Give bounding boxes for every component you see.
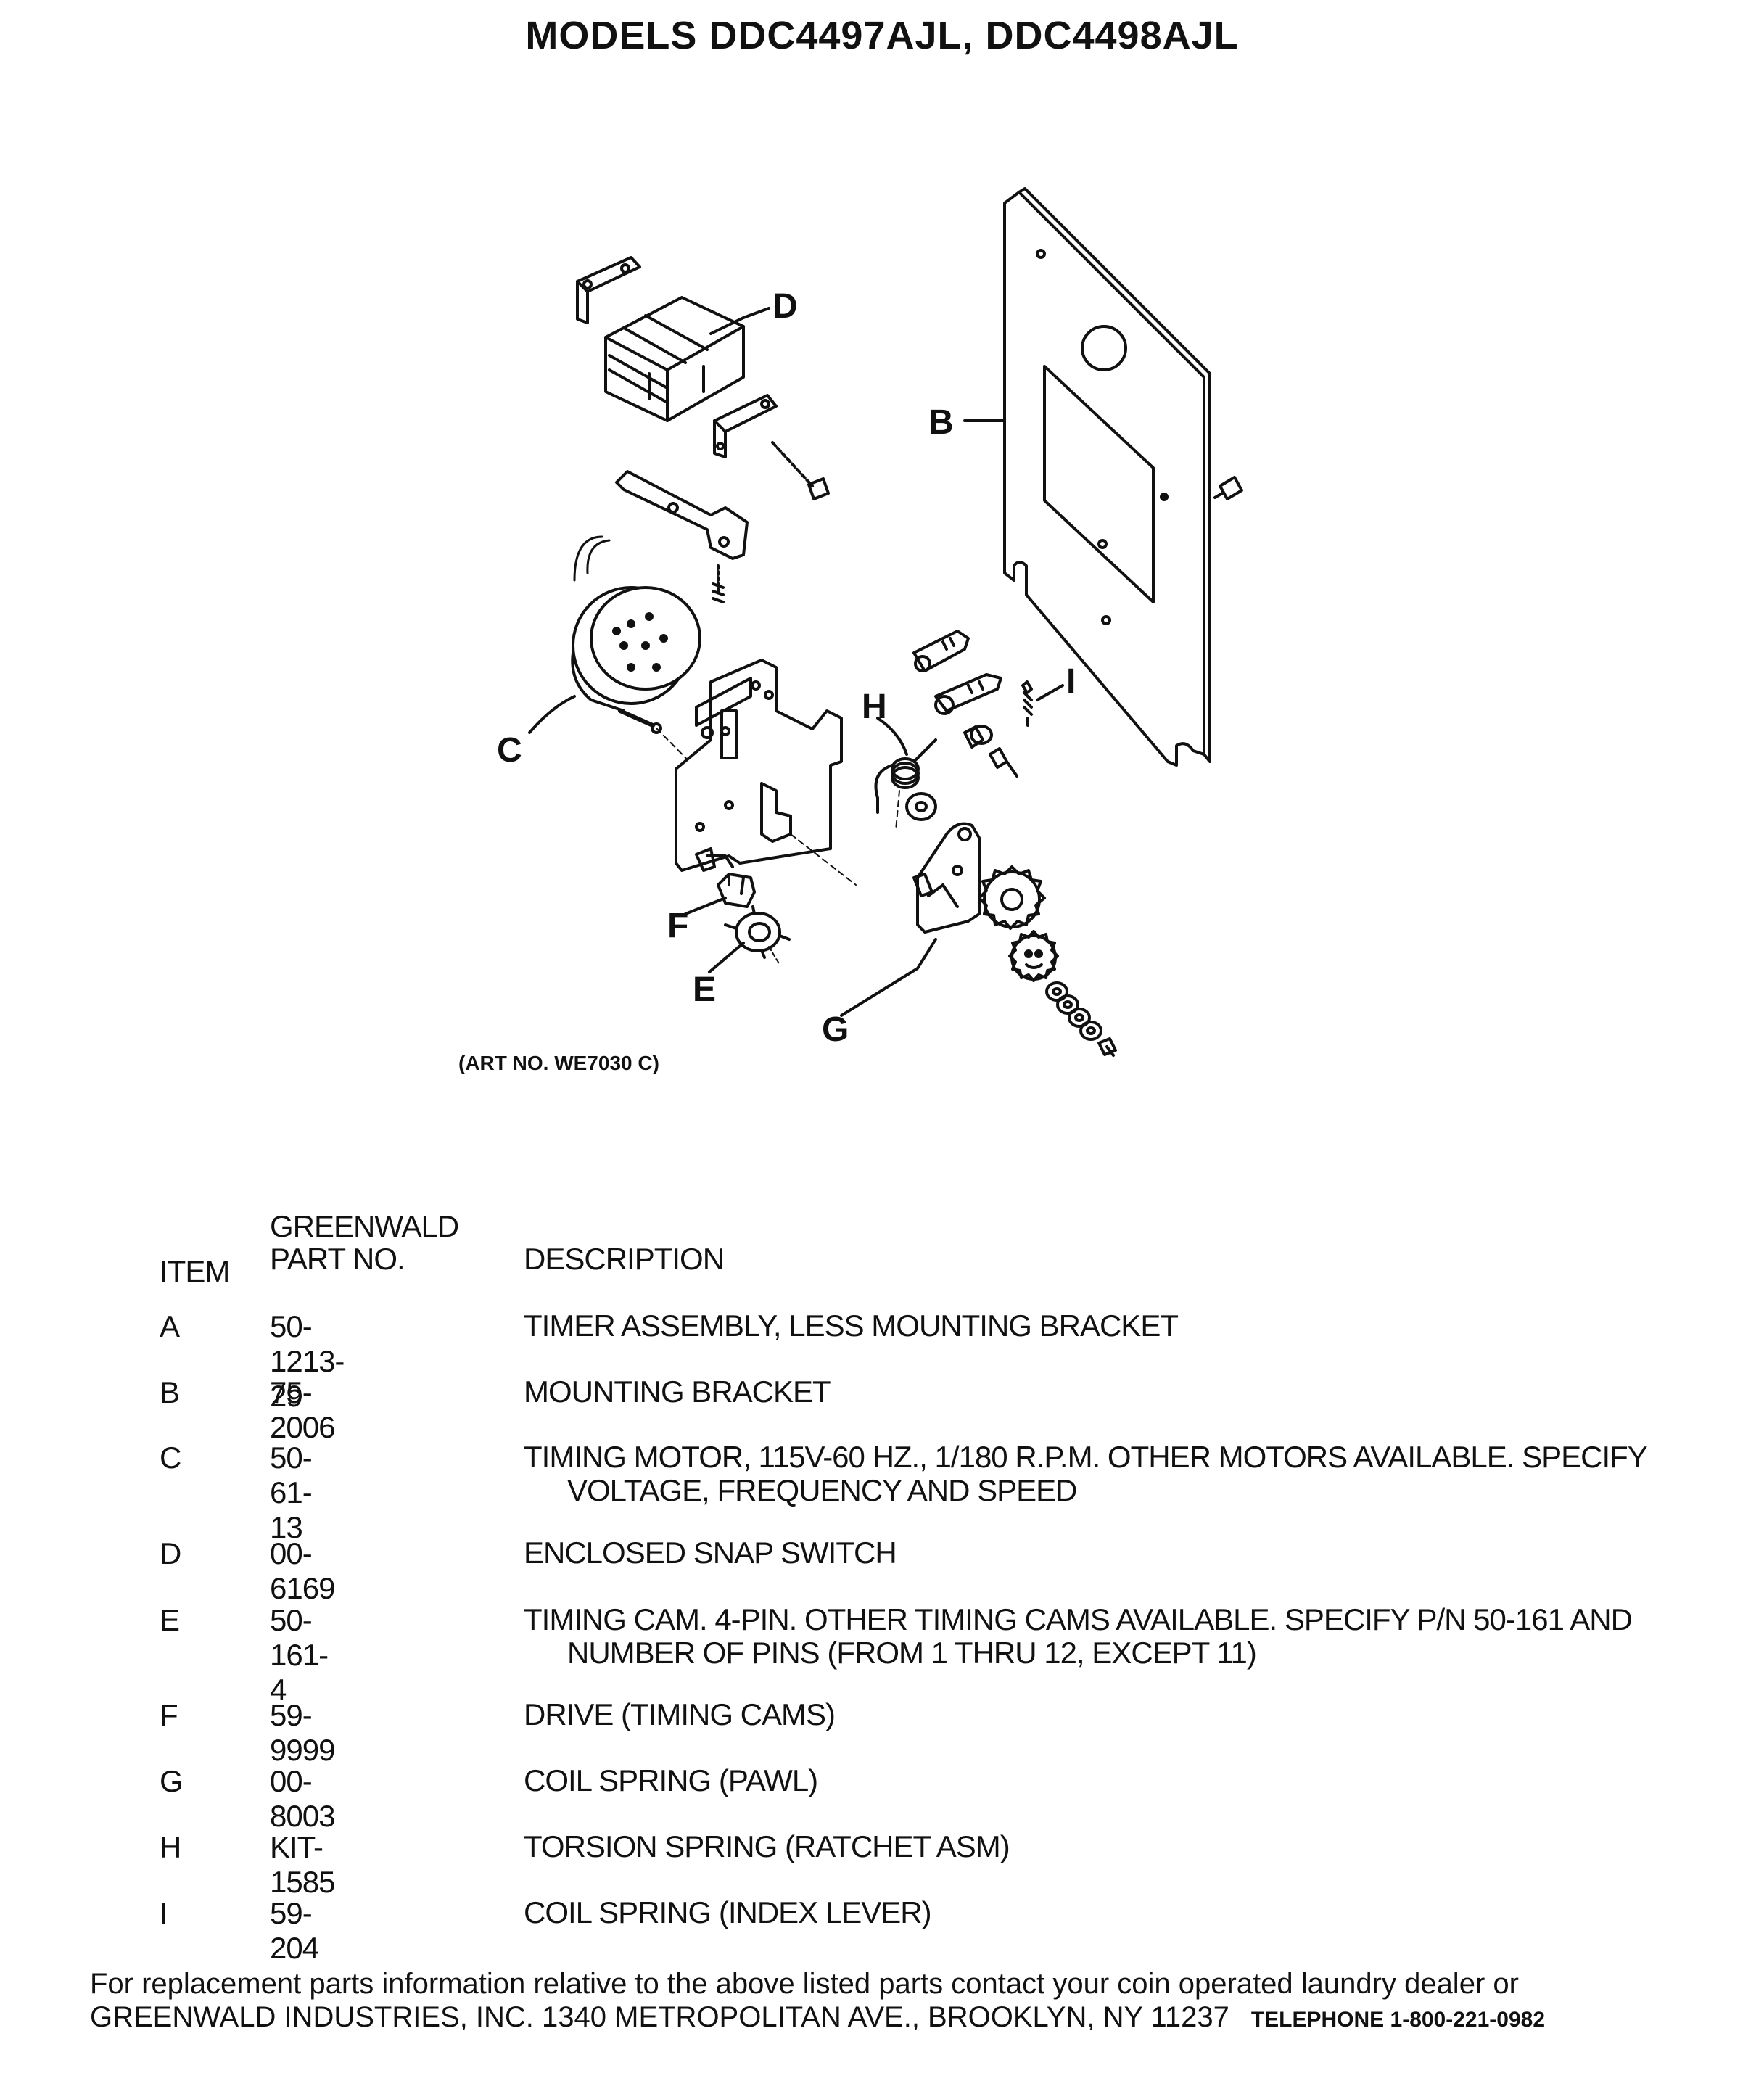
footer-line2-wrap: GREENWALD INDUSTRIES, INC. 1340 METROPOL… bbox=[90, 2001, 1545, 2037]
label-i: I bbox=[1066, 662, 1076, 701]
footer-line2: GREENWALD INDUSTRIES, INC. 1340 METROPOL… bbox=[90, 2001, 1229, 2033]
row-description: DRIVE (TIMING CAMS) bbox=[524, 1697, 836, 1731]
row-description: TIMER ASSEMBLY, LESS MOUNTING BRACKET bbox=[524, 1309, 1179, 1343]
row-part-no: 50-1213-29 bbox=[270, 1309, 345, 1413]
torsion-spring bbox=[874, 738, 937, 831]
row-item: G bbox=[160, 1764, 184, 1798]
timer-shaft-line bbox=[790, 833, 857, 886]
cam-gear bbox=[1008, 930, 1059, 982]
row-description: TORSION SPRING (RATCHET ASM) bbox=[524, 1829, 1010, 1863]
switch-screw bbox=[771, 441, 830, 500]
label-f-leader bbox=[684, 897, 727, 915]
row-part-no: 00-6169 bbox=[270, 1536, 335, 1605]
label-f: F bbox=[667, 907, 688, 945]
label-i-leader bbox=[1036, 684, 1064, 701]
footer-line1: For replacement parts information relati… bbox=[90, 1968, 1519, 2000]
header-item: ITEM bbox=[160, 1254, 230, 1288]
row-item: E bbox=[160, 1603, 180, 1637]
label-h: H bbox=[862, 688, 887, 726]
label-d: D bbox=[772, 287, 798, 326]
drive-timing-cams bbox=[717, 873, 756, 908]
label-h-leader bbox=[876, 717, 908, 756]
row-part-no: 00-8003 bbox=[270, 1764, 335, 1833]
plate-screw bbox=[1213, 476, 1243, 500]
label-e: E bbox=[693, 971, 716, 1009]
row-description: TIMING MOTOR, 115V-60 HZ., 1/180 R.P.M. … bbox=[524, 1441, 1684, 1507]
header-part-line1: GREENWALD bbox=[270, 1209, 459, 1243]
exploded-parts-diagram: B D bbox=[497, 187, 1243, 1057]
row-description-line2: VOLTAGE, FREQUENCY AND SPEED bbox=[567, 1473, 1078, 1507]
row-description-line1: TIMING MOTOR, 115V-60 HZ., 1/180 R.P.M. … bbox=[524, 1440, 1648, 1474]
row-description: ENCLOSED SNAP SWITCH bbox=[524, 1536, 897, 1570]
mounting-bracket-plate bbox=[1003, 187, 1211, 767]
row-description-line2: NUMBER OF PINS (FROM 1 THRU 12, EXCEPT 1… bbox=[567, 1636, 1257, 1670]
index-levers bbox=[912, 630, 1018, 778]
label-e-leader bbox=[708, 942, 745, 973]
row-part-no: 59-9999 bbox=[270, 1698, 335, 1767]
row-item: D bbox=[160, 1536, 181, 1570]
row-item: H bbox=[160, 1830, 181, 1864]
washer-stack bbox=[1045, 981, 1117, 1057]
row-description-line1: TIMING CAM. 4-PIN. OTHER TIMING CAMS AVA… bbox=[524, 1602, 1633, 1636]
art-number: (ART NO. WE7030 C) bbox=[458, 1052, 659, 1074]
row-item: A bbox=[160, 1309, 180, 1343]
label-c: C bbox=[497, 731, 522, 770]
ratchet-wheel bbox=[978, 865, 1046, 930]
timing-motor bbox=[571, 535, 712, 784]
row-part-no: 50-161-4 bbox=[270, 1603, 329, 1707]
row-part-no: 59-204 bbox=[270, 1896, 319, 1965]
row-part-no: KIT-1585 bbox=[270, 1830, 335, 1899]
snap-switch-assembly bbox=[576, 256, 778, 458]
row-description: TIMING CAM. 4-PIN. OTHER TIMING CAMS AVA… bbox=[524, 1603, 1684, 1670]
label-b: B bbox=[928, 403, 954, 442]
row-item: I bbox=[160, 1896, 168, 1930]
row-part-no: 50-61-13 bbox=[270, 1441, 313, 1544]
footer-contact: For replacement parts information relati… bbox=[90, 1967, 1545, 2037]
ratchet-washer bbox=[905, 792, 937, 821]
timer-frame bbox=[675, 659, 843, 872]
pawl-bracket bbox=[912, 822, 981, 934]
row-item: B bbox=[160, 1375, 180, 1409]
row-description: COIL SPRING (INDEX LEVER) bbox=[524, 1895, 932, 1929]
header-part-line2: PART NO. bbox=[270, 1242, 405, 1276]
row-description: COIL SPRING (PAWL) bbox=[524, 1763, 818, 1797]
label-g: G bbox=[822, 1010, 849, 1049]
header-description: DESCRIPTION bbox=[524, 1242, 725, 1276]
label-c-leader bbox=[528, 695, 576, 734]
row-part-no: 75-2006 bbox=[270, 1375, 335, 1444]
row-item: C bbox=[160, 1441, 181, 1475]
label-d-leader bbox=[709, 307, 770, 335]
label-g-leader bbox=[840, 938, 937, 1017]
page-title: MODELS DDC4497AJL, DDC4498AJL bbox=[525, 14, 1239, 57]
timing-cam bbox=[724, 905, 791, 965]
footer-telephone: TELEPHONE 1-800-221-0982 bbox=[1250, 2008, 1546, 2032]
row-description: MOUNTING BRACKET bbox=[524, 1375, 831, 1409]
coil-spring-index-lever bbox=[1021, 680, 1033, 727]
switch-mounting-plate bbox=[615, 470, 749, 603]
row-item: F bbox=[160, 1698, 178, 1732]
